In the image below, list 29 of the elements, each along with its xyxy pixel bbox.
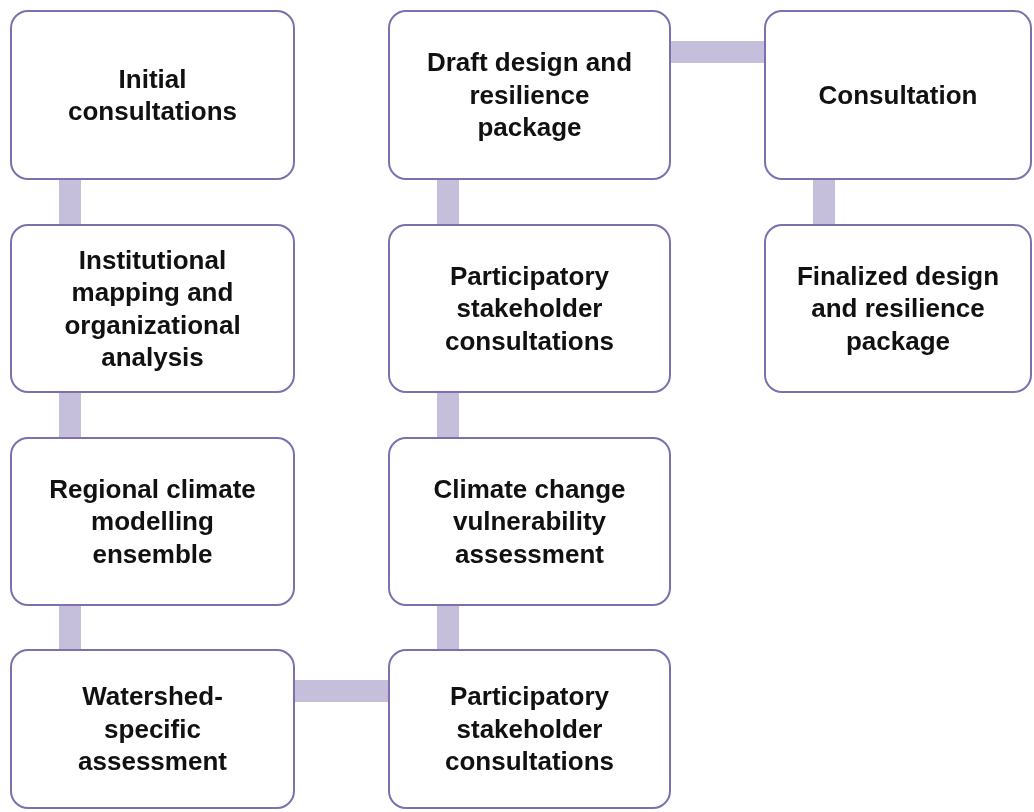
process-box <box>388 649 671 809</box>
box-label: Participatory stakeholder consultations <box>444 680 615 778</box>
box-label: Watershed-specific assessment <box>77 680 228 778</box>
connector-bar <box>813 180 835 224</box>
box-label: Institutional mapping and organizational analysis <box>63 243 242 374</box>
process-box <box>10 437 295 606</box>
box-label: Climate change vulnerability assessment <box>432 472 627 571</box>
connector-bar <box>59 393 81 437</box>
box-label: Regional climate modelling ensemble <box>48 472 257 571</box>
process-box <box>764 10 1032 180</box>
connector-bar <box>59 180 81 224</box>
process-box <box>388 224 671 393</box>
process-box <box>10 224 295 393</box>
process-box <box>764 224 1032 393</box>
box-label: Finalized design and resilience package <box>795 259 1001 358</box>
box-label: Participatory stakeholder consultations <box>444 259 615 358</box>
connector-bar <box>59 606 81 649</box>
connector-bar <box>295 680 388 702</box>
connector-bar <box>437 393 459 437</box>
box-label: Consultation <box>818 78 978 112</box>
process-box <box>388 437 671 606</box>
process-box <box>10 10 295 180</box>
box-label: Initial consultations <box>67 62 238 128</box>
connector-bar <box>437 180 459 224</box>
box-label: Draft design and resilience package <box>425 46 634 144</box>
connector-bar <box>671 41 764 63</box>
connector-bar <box>437 606 459 649</box>
process-box <box>10 649 295 809</box>
process-box <box>388 10 671 180</box>
